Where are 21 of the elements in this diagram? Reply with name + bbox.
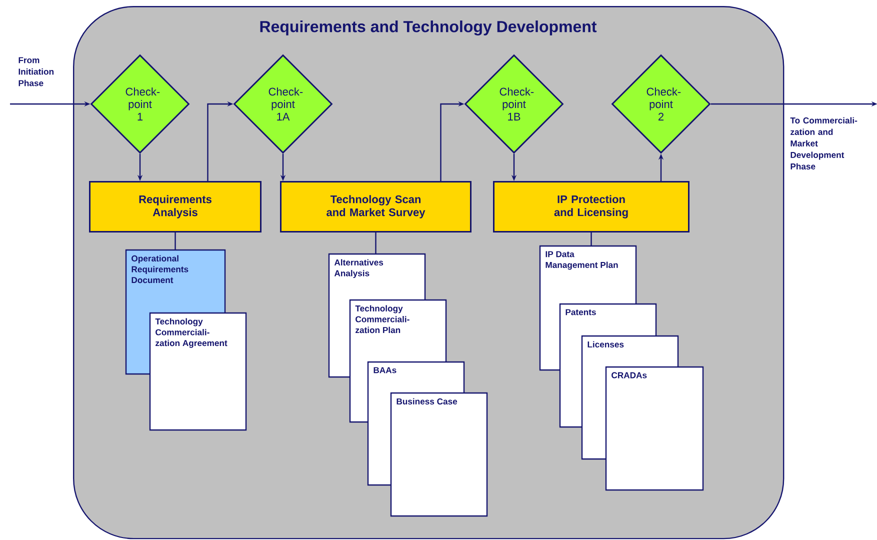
node-text: CRADAs [612, 372, 647, 378]
document-box: CRADAs [605, 366, 704, 491]
process-box: Technology Scan and Market Survey [280, 180, 472, 232]
node-text: Patents [566, 309, 596, 316]
node-text: IP Data Management Plan [546, 251, 618, 270]
process-box: Requirements Analysis [89, 180, 262, 232]
connector-line [174, 232, 176, 250]
document-box: Technology Commerciali-zation Agreement [149, 312, 247, 431]
process-box: IP Protection and Licensing [493, 180, 690, 232]
connector-line [590, 232, 592, 246]
node-text: BAAs [374, 367, 396, 374]
node-text: Operational Requirements Document [132, 255, 188, 284]
panel-title: Requirements and Technology Development [260, 20, 597, 36]
document-box: Business Case [390, 392, 488, 517]
node-text: Licenses [588, 341, 624, 348]
phase-label: To Commerciali-zation and Market Development Phase [790, 117, 858, 170]
phase-label: From Initiation Phase [18, 57, 54, 86]
node-text: Technology Commerciali-zation Plan [355, 305, 410, 334]
node-text: Alternatives Analysis [334, 259, 384, 278]
node-text: Technology Commerciali-zation Agreement [155, 318, 228, 348]
connector-line [375, 232, 376, 254]
